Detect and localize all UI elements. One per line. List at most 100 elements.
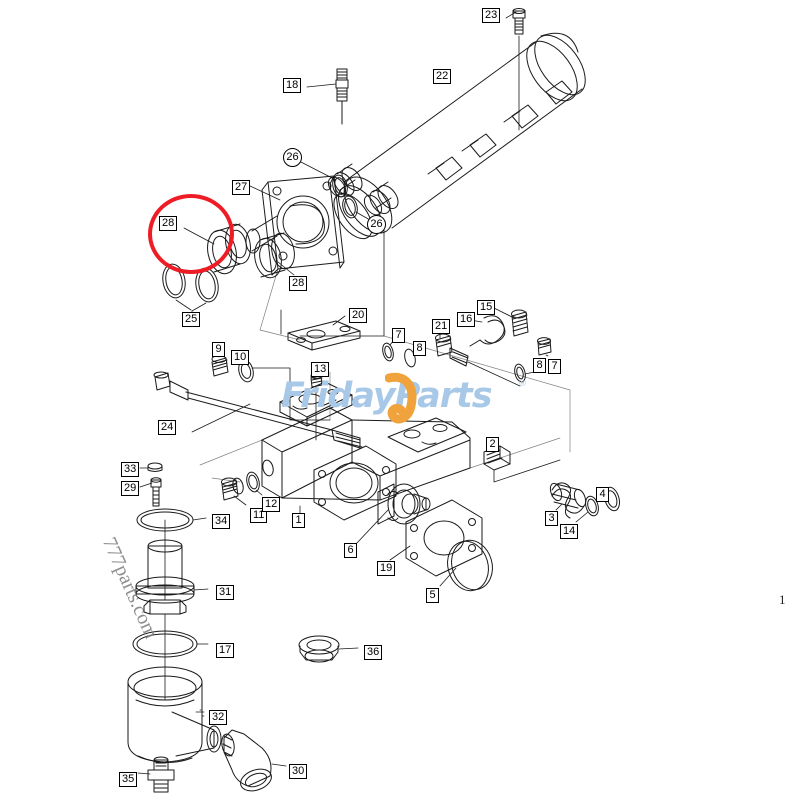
leader-20 xyxy=(332,315,346,326)
callout-1-main-housing[interactable]: 1 xyxy=(292,513,305,528)
callout-12-sealing-washer[interactable]: 12 xyxy=(262,497,281,512)
leader-7b xyxy=(545,354,549,357)
leader-5 xyxy=(439,567,457,587)
leader-24 xyxy=(191,403,251,433)
callout-3-spring[interactable]: 3 xyxy=(545,511,558,526)
part-o-ring-8a xyxy=(404,348,416,368)
callout-7-sealing-washer[interactable]: 7 xyxy=(392,328,405,343)
leader-15 xyxy=(493,307,515,319)
callout-31-filter-adapter[interactable]: 31 xyxy=(216,585,235,600)
leader-28b xyxy=(277,261,295,276)
callout-34-o-ring[interactable]: 34 xyxy=(212,514,231,529)
part-o-ring-8b xyxy=(514,363,526,383)
part-mounting-bracket xyxy=(287,320,361,351)
part-elbow-fitting-30 xyxy=(221,729,272,792)
construction-line-c xyxy=(469,437,561,469)
leader-18 xyxy=(306,83,337,88)
part-flange-bolt xyxy=(512,8,526,35)
callout-8-o-ring[interactable]: 8 xyxy=(533,358,546,373)
callout-25-gasket-ring[interactable]: 25 xyxy=(182,312,201,327)
callout-8-o-ring[interactable]: 8 xyxy=(413,341,426,356)
part-sealing-washer-7b xyxy=(537,337,552,356)
part-o-ring-26a xyxy=(332,174,348,198)
part-o-ring-26b xyxy=(342,195,358,219)
part-washer-14 xyxy=(585,495,599,517)
construction-line-e xyxy=(211,477,241,483)
part-long-through-bolt xyxy=(153,371,363,449)
part-threaded-fitting-15 xyxy=(511,309,529,337)
part-spring-3 xyxy=(549,482,587,519)
callout-30-elbow-fitting[interactable]: 30 xyxy=(289,764,308,779)
callout-20-mounting-bracket[interactable]: 20 xyxy=(349,308,368,323)
leader-21b xyxy=(467,361,521,387)
callout-18-stud[interactable]: 18 xyxy=(283,78,302,93)
callout-24-long-through-bolt[interactable]: 24 xyxy=(158,420,177,435)
callout-26-o-ring[interactable]: 26 xyxy=(367,215,386,234)
callout-22-oil-cooler-core[interactable]: 22 xyxy=(433,69,452,84)
leader-27 xyxy=(249,185,281,201)
highlight-circle-28 xyxy=(148,194,234,274)
callout-28-seal-ring[interactable]: 28 xyxy=(159,216,178,231)
callout-36-grommet[interactable]: 36 xyxy=(364,645,383,660)
callout-28-seal-ring[interactable]: 28 xyxy=(289,276,308,291)
page-number: 1 xyxy=(779,592,786,607)
leader-34 xyxy=(192,517,207,521)
part-o-ring-5 xyxy=(447,539,493,592)
callout-29-short-bolt[interactable]: 29 xyxy=(121,481,140,496)
callout-35-banjo-bolt[interactable]: 35 xyxy=(119,772,138,787)
callout-32-filter-head[interactable]: 32 xyxy=(209,710,228,725)
leader-31 xyxy=(193,588,209,591)
part-gasket-19 xyxy=(405,499,483,577)
callout-21-sensor-switch[interactable]: 21 xyxy=(432,319,451,334)
part-sealing-washer-7a xyxy=(382,342,394,362)
callout-23-flange-bolt[interactable]: 23 xyxy=(482,8,501,23)
construction-line-a xyxy=(259,268,301,341)
part-filter-head-32 xyxy=(127,666,222,763)
callout-4-seal-ring[interactable]: 4 xyxy=(596,487,609,502)
part-sensor-switch-21 xyxy=(435,333,469,367)
leader-30 xyxy=(271,763,287,767)
leader-10b xyxy=(251,367,331,421)
part-washer-12 xyxy=(246,471,260,493)
part-screw-plug-9 xyxy=(211,355,229,377)
callout-13-plug[interactable]: 13 xyxy=(311,362,330,377)
leader-2b xyxy=(493,459,561,483)
leader-8b xyxy=(524,371,535,375)
callout-2-union-nut[interactable]: 2 xyxy=(486,437,499,452)
part-retaining-clip-16 xyxy=(469,315,506,347)
leader-35 xyxy=(137,772,151,775)
callout-17-o-ring[interactable]: 17 xyxy=(216,643,235,658)
callout-26-o-ring[interactable]: 26 xyxy=(283,148,302,167)
callout-6-thermostat[interactable]: 6 xyxy=(344,543,357,558)
callout-10-washer[interactable]: 10 xyxy=(231,350,250,365)
part-cover-housing xyxy=(245,175,345,276)
part-washer-33 xyxy=(147,462,163,472)
callout-7-sealing-washer[interactable]: 7 xyxy=(548,359,561,374)
callout-9-screw-plug[interactable]: 9 xyxy=(212,342,225,357)
part-banjo-bolt-35 xyxy=(147,756,175,793)
callout-15-threaded-fitting[interactable]: 15 xyxy=(477,300,496,315)
part-thermostat-6 xyxy=(377,483,431,525)
callout-14-washer[interactable]: 14 xyxy=(560,524,579,539)
leader-14 xyxy=(575,511,589,523)
leader-29 xyxy=(139,482,153,488)
leader-19 xyxy=(389,545,411,561)
leader-12 xyxy=(255,489,263,496)
part-oil-cooler-core xyxy=(327,32,586,240)
part-stud xyxy=(335,68,349,125)
callout-27-cover-housing[interactable]: 27 xyxy=(232,180,251,195)
callout-5-o-ring[interactable]: 5 xyxy=(426,588,439,603)
part-seal-ring-b xyxy=(254,232,295,279)
part-bolt-29 xyxy=(150,477,162,507)
callout-33-washer[interactable]: 33 xyxy=(121,462,140,477)
callout-19-gasket[interactable]: 19 xyxy=(377,561,396,576)
construction-line-d xyxy=(199,439,263,466)
callout-16-retaining-clip[interactable]: 16 xyxy=(457,312,476,327)
part-filter-adapter-31 xyxy=(135,539,195,615)
leader-23 xyxy=(505,11,517,19)
leader-6 xyxy=(355,509,389,545)
leader-36 xyxy=(338,647,359,650)
part-grommet-36 xyxy=(298,635,340,663)
